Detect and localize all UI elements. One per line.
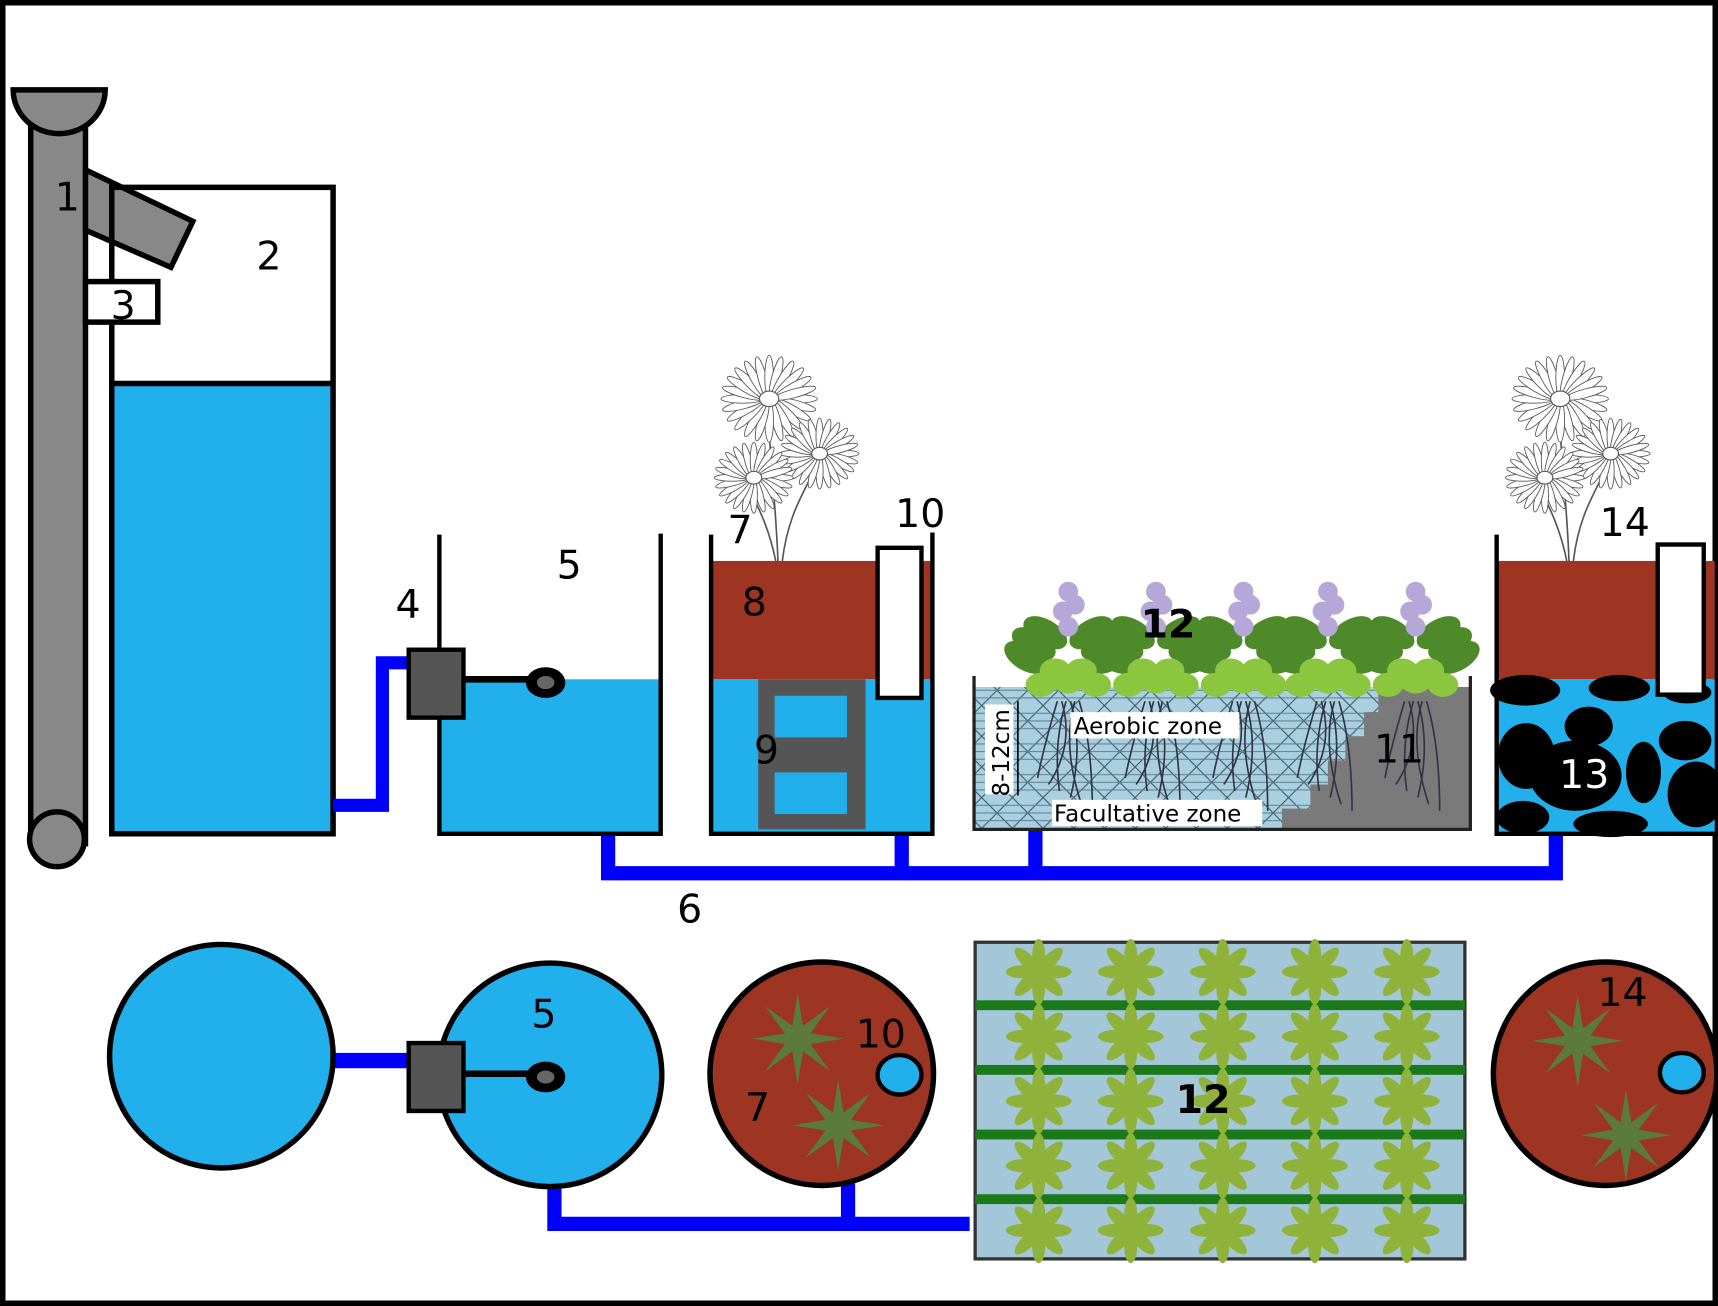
label-10-top: 10 — [856, 1011, 906, 1057]
plant-top-icon — [751, 992, 885, 1172]
label-12-top: 12 — [1176, 1077, 1231, 1123]
final-planter-top — [1490, 959, 1718, 1189]
inspection-tube-final-top — [1657, 1050, 1706, 1095]
label-10: 10 — [895, 491, 945, 537]
label-8: 8 — [742, 580, 767, 626]
label-14-top: 14 — [1597, 970, 1647, 1016]
label-4: 4 — [396, 582, 421, 628]
final-planter-tank — [1490, 534, 1718, 838]
plant-rosettes-icon — [1005, 938, 1440, 1264]
inspection-tube — [875, 545, 924, 701]
label-1: 1 — [55, 174, 80, 220]
facultative-zone-box — [1051, 799, 1263, 827]
storage-tank-top — [106, 941, 336, 1171]
label-14: 14 — [1600, 500, 1650, 546]
label-13: 13 — [1559, 752, 1609, 798]
aerobic-zone-box — [1070, 712, 1240, 739]
label-7: 7 — [728, 507, 753, 553]
daisy-flowers-icon — [1504, 354, 1651, 562]
label-5: 5 — [557, 542, 582, 588]
label-5-top: 5 — [531, 992, 556, 1038]
label-7-top: 7 — [745, 1085, 770, 1131]
label-12: 12 — [1141, 602, 1196, 648]
distribution-pipe — [600, 812, 1563, 881]
label-2: 2 — [256, 234, 281, 280]
inspection-tube-final — [1655, 542, 1706, 697]
pump — [406, 647, 466, 720]
plant-roots — [1036, 700, 1441, 811]
overflow-box — [82, 278, 161, 325]
settling-tank — [437, 533, 663, 836]
gutter-bowl-icon — [10, 87, 108, 137]
inspection-tube-top — [875, 1052, 924, 1097]
facultative-zone-label: Facultative zone — [1054, 802, 1241, 828]
label-3: 3 — [111, 283, 136, 329]
downpipe — [10, 87, 197, 870]
label-9: 9 — [754, 728, 779, 774]
filter-block — [758, 679, 866, 830]
daisy-flowers-icon — [713, 354, 860, 562]
depth-label: 8-12cm — [989, 709, 1015, 796]
pump-top — [406, 1040, 466, 1114]
label-6: 6 — [677, 887, 702, 933]
wetland-plan — [973, 938, 1467, 1264]
pipe-tank-to-pump — [333, 656, 409, 812]
aerobic-zone-label: Aerobic zone — [1074, 714, 1222, 740]
plant-top-icon — [1531, 994, 1672, 1182]
planter-top — [707, 959, 937, 1189]
plan-pipe — [547, 1188, 970, 1231]
gravel-bed — [1490, 674, 1718, 838]
label-11: 11 — [1374, 727, 1424, 773]
storage-tank — [109, 184, 336, 837]
water-hyacinth-plants-icon — [1004, 581, 1480, 697]
